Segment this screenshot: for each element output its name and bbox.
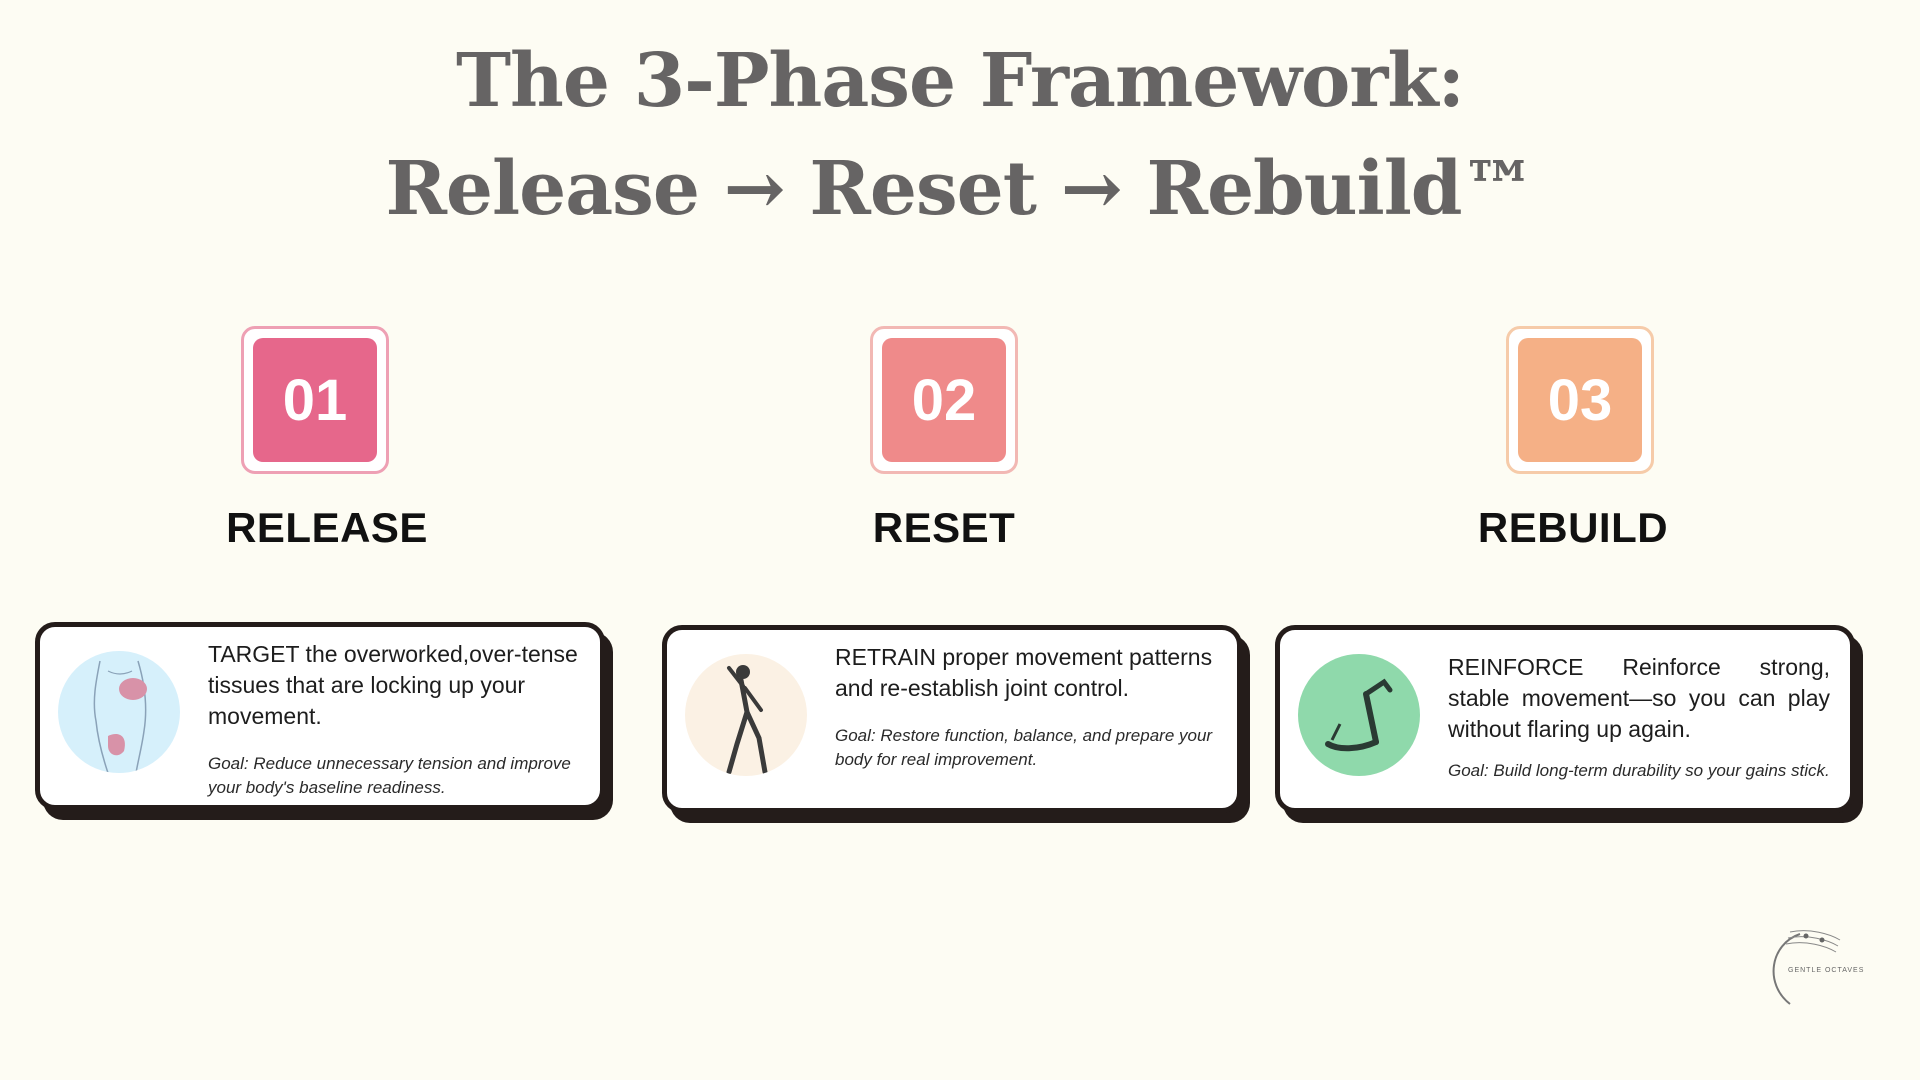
brand-logo: GENTLE OCTAVES [1760,924,1880,1014]
phase-2-number: 02 [882,338,1006,462]
phase-2-image [685,654,807,776]
music-staff-logo-icon: GENTLE OCTAVES [1772,930,1864,1005]
walking-anatomy-icon [726,665,768,775]
phase-1-goal: Goal: Reduce unnecessary tension and imp… [208,754,571,797]
phase-1-image [58,651,180,773]
phase-1-description: TARGET the overworked,over-tense tissues… [208,641,578,729]
arm-anatomy-icon [1325,678,1393,752]
phase-1-badge: 01 [241,326,389,474]
phase-3-title: REBUILD [1477,504,1669,551]
logo-text: GENTLE OCTAVES [1788,967,1864,974]
phase-3-description: REINFORCE Reinforce strong, stable movem… [1448,654,1830,742]
phase-1-title: RELEASE [226,504,428,551]
phase-3-image [1298,654,1420,776]
phase-3-goal: Goal: Build long-term durability so your… [1448,761,1830,780]
phase-3-badge: 03 [1506,326,1654,474]
page-subtitle: Release → Reset → Rebuild™ [385,146,1535,232]
phase-1-card: TARGET the overworked,over-tense tissues… [35,622,605,810]
phase-2-description: RETRAIN proper movement patterns and re-… [835,644,1213,701]
phase-3-card: REINFORCE Reinforce strong, stable movem… [1275,625,1855,813]
muscle-anatomy-icon [93,660,147,773]
phase-1-number: 01 [253,338,377,462]
phase-3-number: 03 [1518,338,1642,462]
phase-2-goal: Goal: Restore function, balance, and pre… [835,726,1213,769]
phase-2-title: RESET [872,504,1016,551]
page-title: The 3-Phase Framework: [455,38,1465,124]
phase-2-badge: 02 [870,326,1018,474]
phase-2-card: RETRAIN proper movement patterns and re-… [662,625,1242,813]
